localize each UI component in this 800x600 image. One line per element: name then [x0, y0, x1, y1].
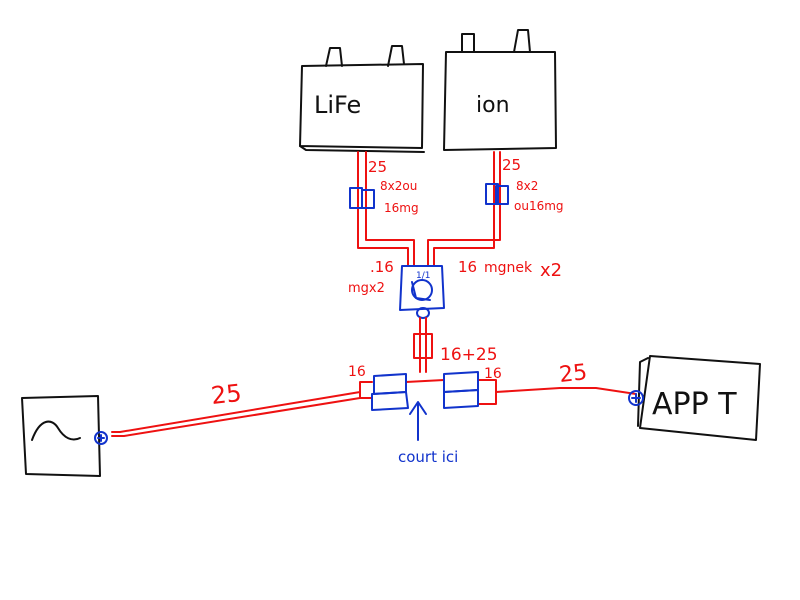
fuse-holder-lifepo4 — [349, 187, 363, 209]
bus-block: 1/1 .16 mgx2 16 mgnek x2 — [348, 258, 562, 319]
link-fuse-icon — [413, 333, 433, 359]
breaker-right — [443, 371, 479, 409]
arrow-up-icon — [409, 401, 427, 415]
bus-block-label: 1/1 — [416, 271, 430, 281]
vertical-link: 16+25 — [413, 317, 498, 373]
battery-li-ion-label: ion — [476, 93, 510, 118]
breaker-left — [371, 373, 409, 411]
fuse-note-li-ion-line2: ou16mg — [514, 199, 564, 213]
cable-gauge-lifepo4: 25 — [368, 158, 387, 176]
main-line-right-gauge: 25 — [558, 360, 588, 388]
battery-lifepo4-label: LiFe — [314, 91, 361, 119]
main-line-left-stub-gauge: 16 — [348, 364, 366, 380]
main-line-left-gauge: 25 — [210, 379, 243, 410]
battery-lifepo4: LiFe — [299, 45, 425, 153]
bus-output-icon — [416, 307, 430, 319]
cable-li-ion: 25 8x2 ou16mg — [427, 151, 564, 267]
bus-stud-icon — [411, 279, 433, 301]
bus-right-note: mgnek — [484, 260, 533, 276]
main-line: 25 25 16 16 — [111, 360, 637, 437]
inverter — [21, 395, 108, 477]
battery-terminal-left — [325, 47, 343, 67]
battery-li-ion: ion — [443, 29, 557, 151]
fuse-note-lifepo4-line1: 8x2ou — [380, 179, 417, 193]
fuse-note-li-ion-line1: 8x2 — [516, 179, 538, 193]
battery-terminal-right — [387, 45, 405, 67]
bus-left-note: mgx2 — [348, 281, 385, 296]
mppt-label: APP T — [652, 387, 737, 422]
annotation: court ici — [398, 401, 458, 466]
fuse-holder-lifepo4 — [361, 189, 375, 209]
sine-wave-icon — [31, 420, 81, 441]
vertical-link-label: 16+25 — [440, 345, 498, 365]
mppt-terminal-icon — [628, 390, 644, 406]
main-line-right-stub-gauge: 16 — [484, 366, 502, 382]
battery-terminal-right — [513, 29, 531, 53]
cable-gauge-li-ion: 25 — [502, 156, 521, 174]
bus-right-gauge: 16 — [458, 258, 477, 276]
battery-terminal-left — [461, 33, 475, 53]
annotation-text: court ici — [398, 448, 458, 466]
fuse-holder-li-ion — [485, 183, 499, 205]
inverter-terminal-icon — [94, 431, 108, 445]
fuse-note-lifepo4-line2: 16mg — [384, 201, 419, 215]
cable-lifepo4: 25 8x2ou 16mg — [349, 151, 419, 267]
bus-right-multiplier: x2 — [540, 260, 562, 281]
mppt-controller: APP T — [628, 355, 761, 441]
fuse-holder-li-ion — [495, 185, 509, 205]
bus-left-gauge: .16 — [370, 258, 394, 276]
